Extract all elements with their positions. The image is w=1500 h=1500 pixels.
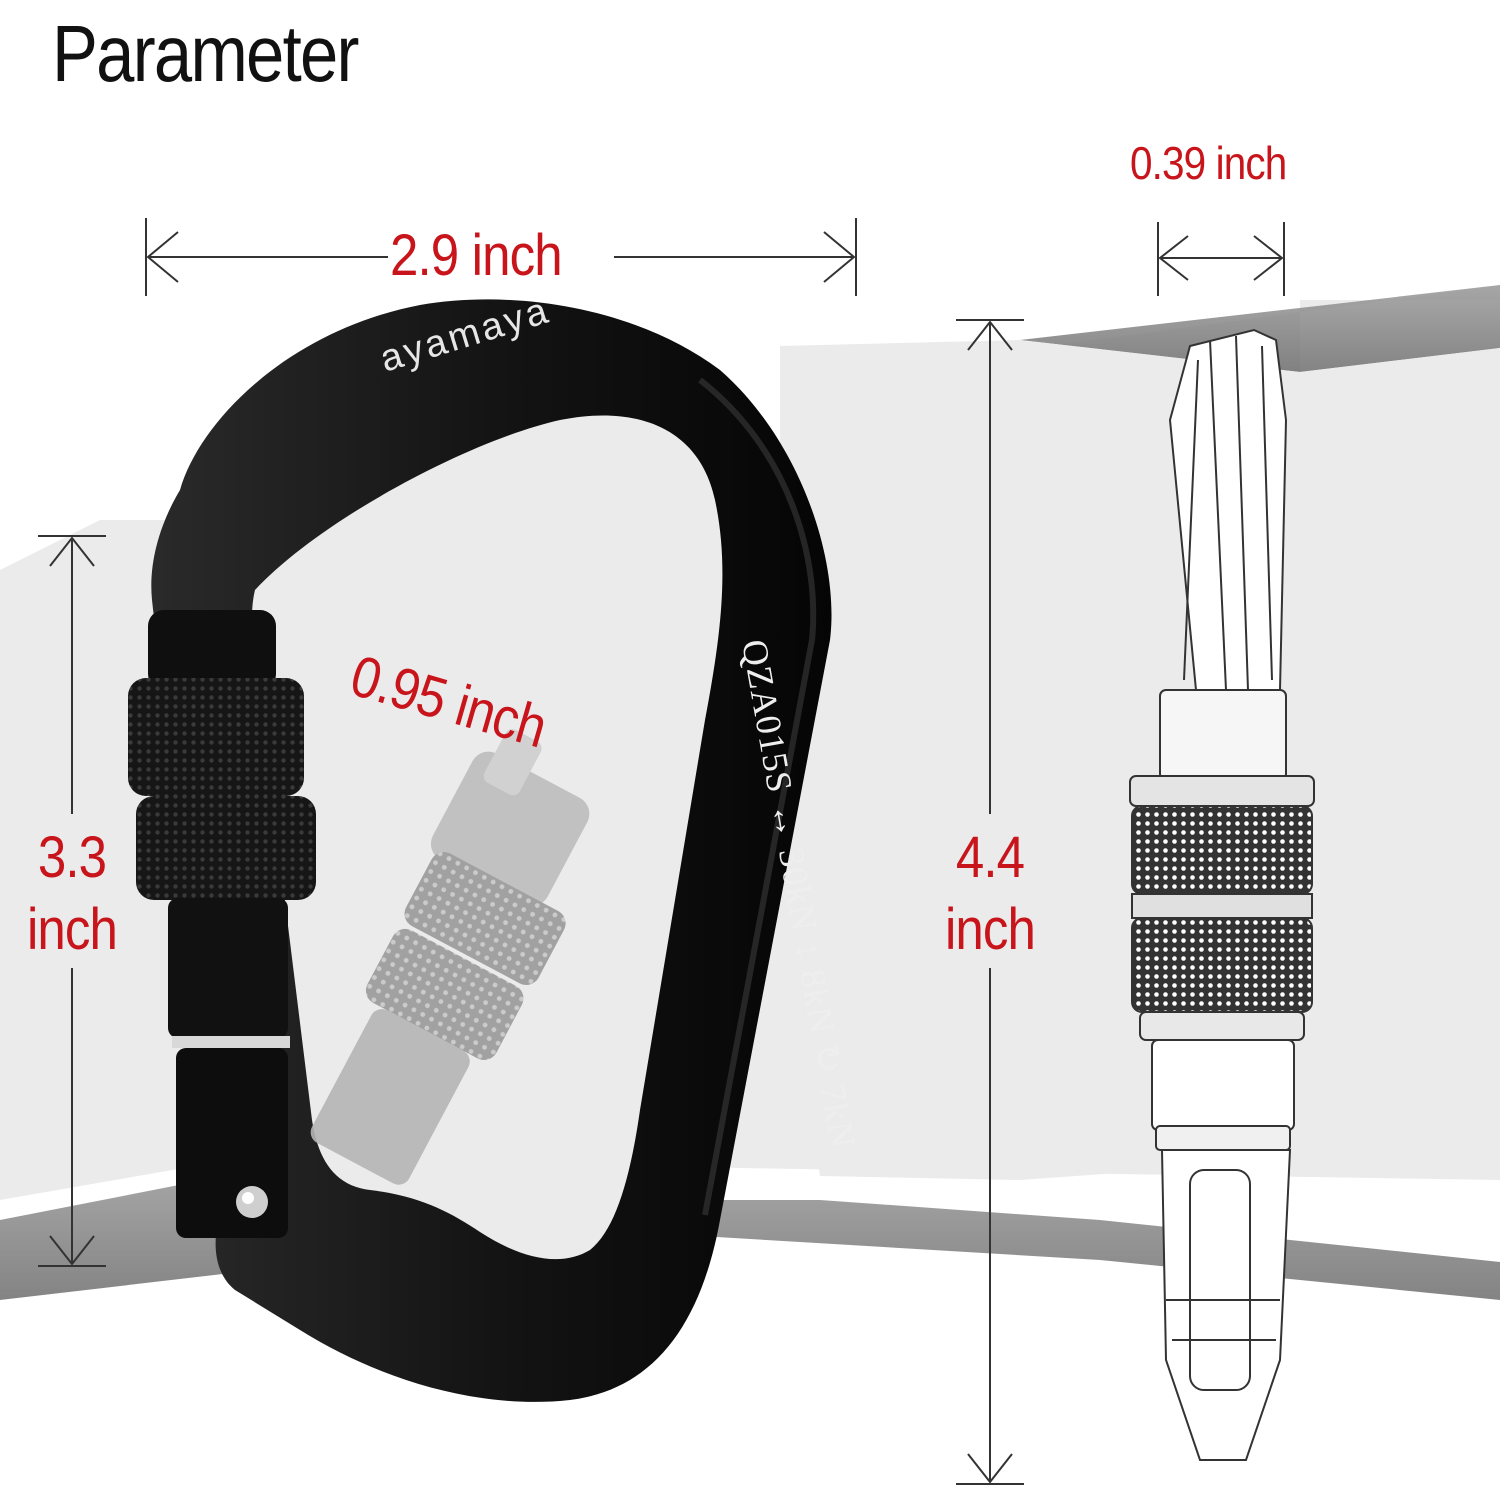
total-height-value: 4.4: [955, 825, 1025, 890]
total-height-unit: inch: [944, 897, 1036, 962]
page-title: Parameter: [52, 9, 359, 98]
inner-height-dimension-label: 3.3 inch: [19, 822, 125, 966]
inner-height-unit: inch: [26, 897, 118, 962]
total-height-dimension-label: 4.4 inch: [937, 822, 1043, 966]
locking-gate: [128, 610, 316, 1238]
carabiner-body: [151, 299, 832, 1402]
thickness-dimension-label: 0.39 inch: [1130, 137, 1287, 189]
width-dimension-label: 2.9 inch: [390, 223, 563, 288]
inner-height-value: 3.3: [37, 825, 107, 890]
side-view-drawing: [1129, 328, 1315, 1461]
